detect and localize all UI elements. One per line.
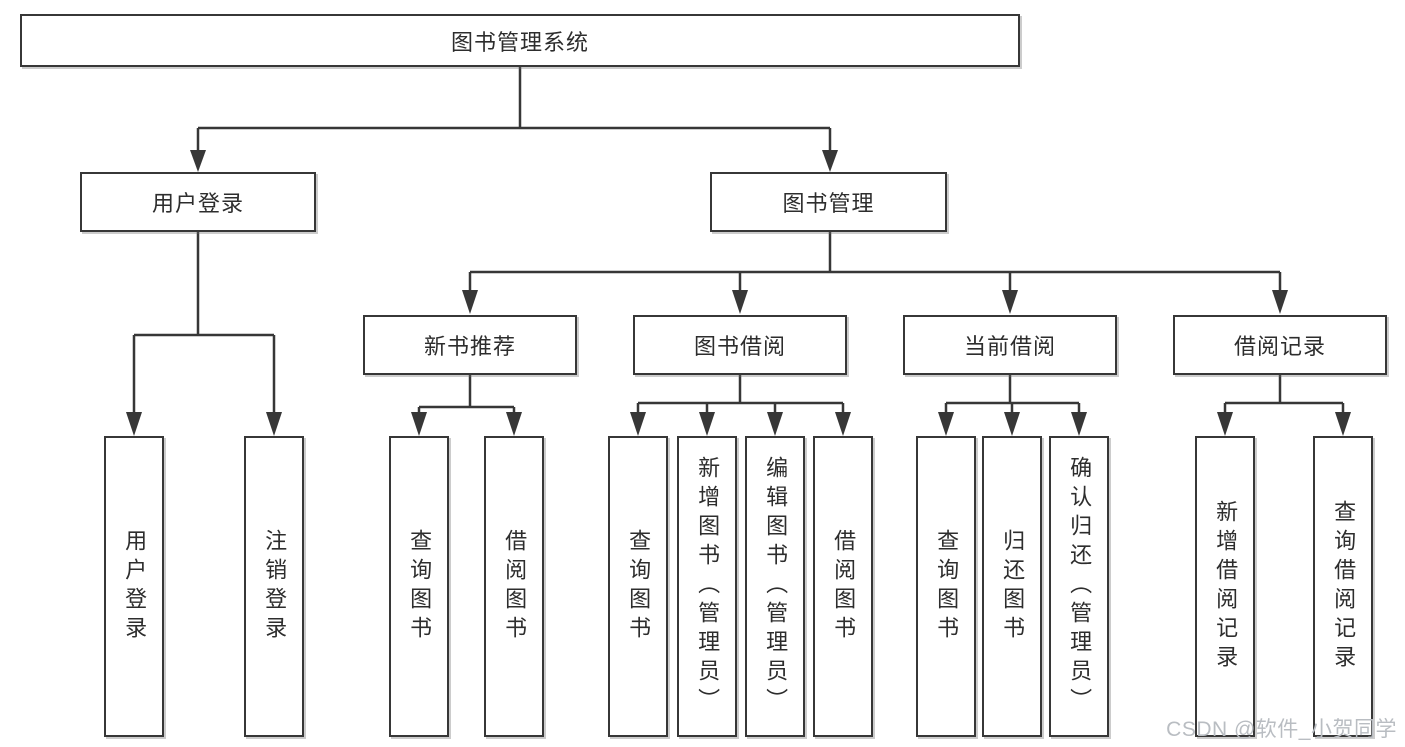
node-borrowing-records: 借阅记录 (1173, 315, 1387, 375)
leaf-add-books-admin: 新增图书（管理员） (677, 436, 737, 737)
connector-userlogin-to-leaves (126, 232, 282, 436)
leaf-logout: 注销登录 (244, 436, 304, 737)
node-book-borrowing: 图书借阅 (633, 315, 847, 375)
connector-borrowing-to-leaves (630, 375, 851, 436)
node-root-system: 图书管理系统 (20, 14, 1020, 67)
leaf-borrow-books-borrowing: 借阅图书 (813, 436, 873, 737)
leaf-add-borrow-record: 新增借阅记录 (1195, 436, 1255, 737)
csdn-watermark: CSDN @软件_小贺同学 (1166, 718, 1397, 741)
leaf-query-borrow-record: 查询借阅记录 (1313, 436, 1373, 737)
connector-current-to-leaves (938, 375, 1087, 436)
leaf-confirm-return-admin: 确认归还（管理员） (1049, 436, 1109, 737)
leaf-edit-books-admin: 编辑图书（管理员） (745, 436, 805, 737)
connector-root-to-level2 (190, 67, 838, 172)
node-current-borrowing: 当前借阅 (903, 315, 1117, 375)
connector-bookmgmt-to-level3 (462, 232, 1288, 314)
leaf-return-books: 归还图书 (982, 436, 1042, 737)
leaf-query-books-current: 查询图书 (916, 436, 976, 737)
leaf-query-books-recommend: 查询图书 (389, 436, 449, 737)
leaf-query-books-borrowing: 查询图书 (608, 436, 668, 737)
node-user-login: 用户登录 (80, 172, 316, 232)
connector-newbooks-to-leaves (411, 375, 522, 436)
leaf-user-login: 用户登录 (104, 436, 164, 737)
connector-records-to-leaves (1217, 375, 1351, 436)
leaf-borrow-books-recommend: 借阅图书 (484, 436, 544, 737)
node-new-book-recommend: 新书推荐 (363, 315, 577, 375)
node-book-management: 图书管理 (710, 172, 947, 232)
